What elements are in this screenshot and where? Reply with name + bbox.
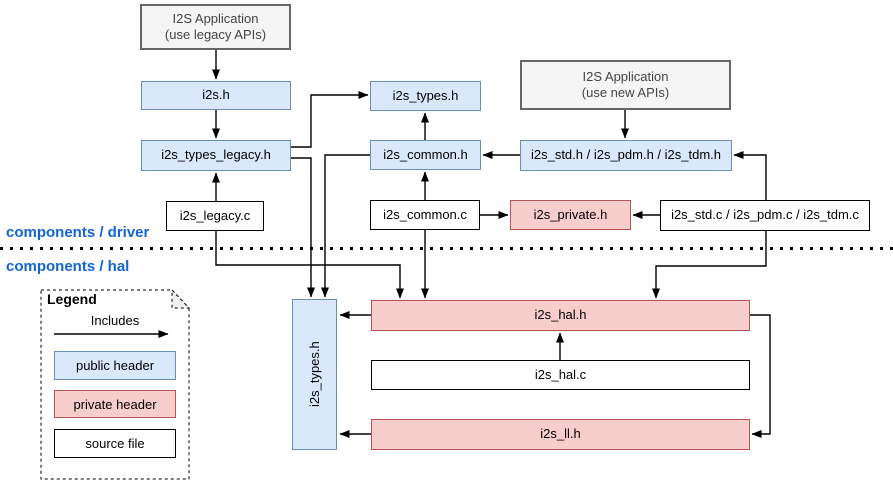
node-i2s-types-legacy-h: i2s_types_legacy.h [141,140,291,171]
edge-i2s-legacy-c--i2s-hal-h [215,231,404,299]
legend-note-fold-icon [171,288,191,309]
node-i2s-application-legacy: I2S Application (use legacy APIs) [140,4,291,50]
edge-i2s-std-pdm-tdm-c--i2s-hal-h [652,231,767,299]
node-label: i2s.h [202,87,230,103]
node-label: I2S Application [172,10,259,26]
edge-i2s-common-h--i2s-types-h-hal [321,154,370,298]
node-label: I2S Application [582,68,669,84]
node-i2s-private-h: i2s_private.h [510,200,631,230]
edge-i2s-std-pdm-tdm-c--i2s-std-pdm-tdm-h [733,151,767,200]
node-label: i2s_private.h [533,206,608,222]
node-label: i2s_common.h [383,146,468,162]
node-label: i2s_common.c [383,206,467,222]
node-i2s-types-h-driver: i2s_types.h [370,81,481,111]
legend-swatch-label: public header [75,358,155,373]
node-i2s-hal-c: i2s_hal.c [371,360,750,390]
node-label: i2s_types.h [306,341,322,408]
edge-i2s-hal-h--i2s-ll-h [750,314,771,438]
node-label: i2s_std.h / i2s_pdm.h / i2s_tdm.h [530,147,722,163]
node-i2s-hal-h: i2s_hal.h [371,300,750,331]
edge-i2s-types-legacy-h--i2s-types-h [291,91,369,148]
node-i2s-ll-h: i2s_ll.h [371,419,750,450]
node-i2s-types-h-hal: i2s_types.h [292,299,337,450]
legend-private-header-swatch: private header [54,390,176,418]
edge-i2s-types-legacy-h--i2s-types-h-hal [291,157,315,298]
node-label: i2s_std.c / i2s_pdm.c / i2s_tdm.c [671,207,859,223]
hal-section-label: components / hal [6,258,130,275]
legend-swatch-label: private header [73,396,157,412]
node-label: (use legacy APIs) [164,27,267,42]
node-label: i2s_types_legacy.h [161,147,271,163]
legend-includes-label: Includes [90,313,140,328]
node-label: i2s_hal.h [534,307,587,323]
node-label: i2s_ll.h [540,426,581,442]
node-label: i2s_legacy.c [179,207,251,223]
node-i2s-application-new: I2S Application (use new APIs) [520,60,731,110]
legend-source-file-swatch: source file [54,429,176,458]
driver-section-label: components / driver [6,224,150,241]
node-i2s-common-h: i2s_common.h [370,140,481,170]
node-label: (use new APIs) [581,85,670,100]
node-i2s-h: i2s.h [141,81,291,110]
node-i2s-std-pdm-tdm-h: i2s_std.h / i2s_pdm.h / i2s_tdm.h [520,140,732,171]
legend-title: Legend [47,291,97,307]
legend-swatch-label: source file [85,436,145,451]
node-label: i2s_types.h [392,87,459,103]
node-i2s-std-pdm-tdm-c: i2s_std.c / i2s_pdm.c / i2s_tdm.c [660,200,870,231]
node-i2s-common-c: i2s_common.c [370,200,480,230]
node-label: i2s_hal.c [534,366,587,382]
layer-separator-dotted-line [0,247,893,250]
legend-public-header-swatch: public header [54,351,176,380]
node-i2s-legacy-c: i2s_legacy.c [166,201,264,231]
